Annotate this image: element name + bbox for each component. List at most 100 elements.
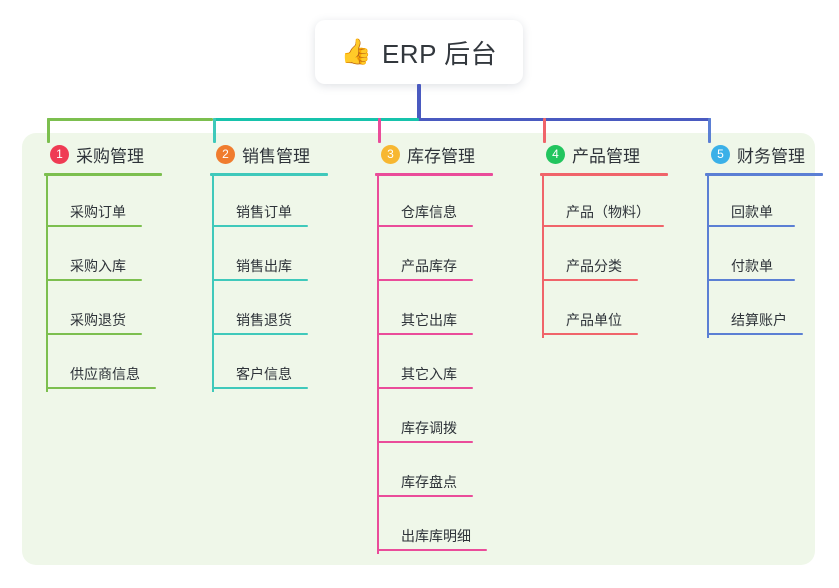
branch-item[interactable]: 产品分类	[530, 230, 690, 284]
root-stem-line	[417, 84, 421, 121]
branch-underline-5	[705, 173, 823, 176]
branch-item-label: 出库库明细	[401, 528, 471, 544]
branch-title-4: 产品管理	[572, 146, 640, 166]
branch-item-label: 采购退货	[70, 312, 126, 328]
branch-drop-2	[213, 118, 216, 143]
thumbs-up-icon: 👍	[340, 37, 372, 66]
branch-item-label: 采购订单	[70, 204, 126, 220]
branch-item-label: 产品单位	[566, 312, 622, 328]
branch-items-2: 销售订单销售出库销售退货客户信息	[200, 176, 350, 392]
branch-item-label: 销售出库	[236, 258, 292, 274]
root-node-card[interactable]: 👍 ERP 后台	[315, 20, 523, 84]
branch-item-underline	[212, 333, 308, 335]
trunk-segment-mid	[213, 118, 419, 121]
branch-item[interactable]: 出库库明细	[365, 500, 515, 554]
branch-drop-4	[543, 118, 546, 143]
branch-item-label: 仓库信息	[401, 204, 457, 220]
branch-item-underline	[377, 387, 473, 389]
branch-item[interactable]: 客户信息	[200, 338, 350, 392]
branch-item[interactable]: 付款单	[695, 230, 839, 284]
branch-drop-1	[47, 118, 50, 143]
branch-item-underline	[46, 387, 156, 389]
branch-item[interactable]: 采购入库	[34, 230, 184, 284]
branch-item-label: 回款单	[731, 204, 773, 220]
branch-underline-4	[540, 173, 668, 176]
branch-drop-3	[378, 118, 381, 143]
branch-item-underline	[707, 279, 795, 281]
branch-item-label: 结算账户	[731, 312, 787, 328]
branch-item[interactable]: 供应商信息	[34, 338, 184, 392]
branch-item-label: 产品（物料）	[566, 204, 650, 220]
branch-item[interactable]: 仓库信息	[365, 176, 515, 230]
branch-item-label: 其它入库	[401, 366, 457, 382]
branch-item-label: 客户信息	[236, 366, 292, 382]
branch-item[interactable]: 采购订单	[34, 176, 184, 230]
branch-underline-1	[44, 173, 162, 176]
branch-item-underline	[377, 441, 473, 443]
branch-item-underline	[46, 333, 142, 335]
branch-spine-5	[707, 176, 709, 338]
root-title: ERP 后台	[381, 38, 498, 69]
branch-title-5: 财务管理	[737, 146, 805, 166]
branch-spine-2	[212, 176, 214, 392]
branch-item[interactable]: 其它出库	[365, 284, 515, 338]
branch-header-5[interactable]: 5 财务管理	[695, 141, 839, 167]
branch-item-label: 库存调拨	[401, 420, 457, 436]
branch-title-2: 销售管理	[242, 146, 310, 166]
branch-items-3: 仓库信息产品库存其它出库其它入库库存调拨库存盘点出库库明细	[365, 176, 515, 554]
branch-drop-5	[708, 118, 711, 143]
branch-item-label: 销售订单	[236, 204, 292, 220]
branch-item[interactable]: 销售订单	[200, 176, 350, 230]
branch-item-label: 产品分类	[566, 258, 622, 274]
trunk-segment-right	[419, 118, 711, 121]
branch-items-1: 采购订单采购入库采购退货供应商信息	[34, 176, 184, 392]
branch-item[interactable]: 采购退货	[34, 284, 184, 338]
branch-item[interactable]: 结算账户	[695, 284, 839, 338]
branch-item[interactable]: 产品库存	[365, 230, 515, 284]
branch-item-label: 库存盘点	[401, 474, 457, 490]
branch-spine-1	[46, 176, 48, 392]
branch-item-underline	[377, 333, 473, 335]
branch-item-underline	[542, 279, 638, 281]
branch-spine-3	[377, 176, 379, 554]
branch-item-label: 其它出库	[401, 312, 457, 328]
branch-item-label: 产品库存	[401, 258, 457, 274]
branch-item-underline	[46, 225, 142, 227]
branch-item[interactable]: 销售出库	[200, 230, 350, 284]
branch-item-underline	[377, 549, 487, 551]
branch-item[interactable]: 库存盘点	[365, 446, 515, 500]
branch-item-underline	[212, 279, 308, 281]
branch-column-2: 2 销售管理销售订单销售出库销售退货客户信息	[200, 141, 350, 392]
branch-item[interactable]: 产品（物料）	[530, 176, 690, 230]
branch-item[interactable]: 销售退货	[200, 284, 350, 338]
branch-item[interactable]: 库存调拨	[365, 392, 515, 446]
branch-badge-2: 2	[216, 144, 235, 164]
branch-item-underline	[707, 225, 795, 227]
branch-items-5: 回款单付款单结算账户	[695, 176, 839, 338]
branch-title-1: 采购管理	[76, 146, 144, 166]
branch-item-label: 采购入库	[70, 258, 126, 274]
branch-item[interactable]: 产品单位	[530, 284, 690, 338]
branch-item-label: 付款单	[731, 258, 773, 274]
trunk-segment-left	[47, 118, 213, 121]
branch-badge-5: 5	[711, 144, 730, 164]
branch-badge-3: 3	[381, 144, 400, 164]
content-panel	[22, 133, 815, 565]
branch-item[interactable]: 其它入库	[365, 338, 515, 392]
branch-item[interactable]: 回款单	[695, 176, 839, 230]
branch-item-underline	[212, 387, 308, 389]
branch-item-underline	[377, 279, 473, 281]
branch-column-5: 5 财务管理回款单付款单结算账户	[695, 141, 839, 338]
branch-item-underline	[377, 225, 473, 227]
branch-item-underline	[707, 333, 803, 335]
branch-header-2[interactable]: 2 销售管理	[200, 141, 350, 167]
branch-items-4: 产品（物料） 产品分类产品单位	[530, 176, 690, 338]
branch-item-label: 供应商信息	[70, 366, 140, 382]
